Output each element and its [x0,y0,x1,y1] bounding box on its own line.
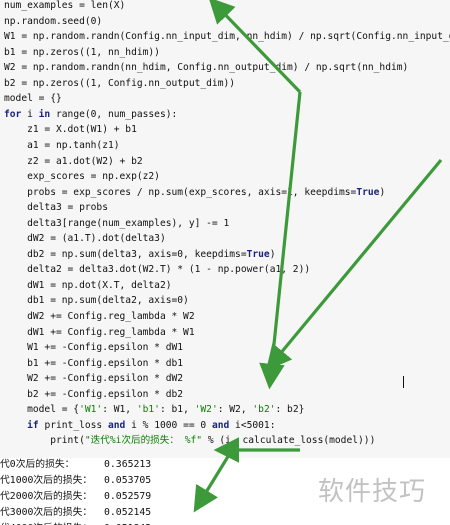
code-line: model = {'W1': W1, 'b1': b1, 'W2': W2, '… [4,404,305,416]
code-line: dW2 = (a1.T).dot(delta3) [4,233,166,245]
code-line: W2 += -Config.epsilon * dW2 [4,373,184,385]
code-line: W1 += -Config.epsilon * dW1 [4,342,184,354]
code-line: print("迭代%i次后的损失： %f" % (i, calculate_lo… [4,435,376,447]
code-line: for i in range(0, num_passes): [4,108,178,120]
code-editor[interactable]: num_examples = len(X) np.random.seed(0) W1… [0,0,450,458]
code-line: probs = exp_scores / np.sum(exp_scores, … [4,186,386,198]
code-line: a1 = np.tanh(z1) [4,139,120,151]
output-line: 代0次后的损失： 0.365213 [0,458,151,473]
output-label: 代1000次后的损失： [0,475,93,486]
output-line: 代1000次后的损失： 0.053705 [0,473,151,489]
code-line: b2 = np.zeros((1, Config.nn_output_dim)) [4,77,236,89]
code-line: model = {} [4,93,62,105]
code-line: delta2 = delta3.dot(W2.T) * (1 - np.powe… [4,264,311,276]
code-line: db2 = np.sum(delta3, axis=0, keepdims=Tr… [4,248,276,260]
output-value: 0.052579 [104,491,152,502]
output-line: 代2000次后的损失： 0.052579 [0,489,151,505]
code-line: if print_loss and i % 1000 == 0 and i<50… [27,419,276,431]
code-line: W2 = np.random.randn(nn_hdim, Config.nn_… [4,62,409,74]
code-line: dW2 += Config.reg_lambda * W2 [4,311,195,322]
code-line: delta3[range(num_examples), y] -= 1 [4,217,230,229]
code-line: b1 = np.zeros((1, nn_hdim)) [4,46,160,58]
output-label: 代4000次后的损失： [0,523,92,525]
text-cursor [403,376,404,388]
code-line: dW1 = np.dot(X.T, delta2) [4,279,172,291]
code-line: delta3 = probs [4,202,108,214]
code-line: np.random.seed(0) [4,15,103,27]
code-line: db1 = np.sum(delta2, axis=0) [4,295,189,307]
output-value: 0.053705 [104,475,152,486]
output-line: 代4000次后的损失： 0.051842 [0,521,151,525]
code-line: num_examples = len(X) [4,0,126,11]
output-label: 代2000次后的损失： [0,491,93,502]
code-line: z1 = X.dot(W1) + b1 [4,124,137,136]
output-value: 0.365213 [104,459,152,470]
code-line: exp_scores = np.exp(z2) [4,171,160,183]
code-line: dW1 += Config.reg_lambda * W1 [4,326,195,338]
output-label: 代3000次后的损失： [0,507,93,518]
code-line: W1 = np.random.randn(Config.nn_input_dim… [4,31,450,43]
code-line: b2 += -Config.epsilon * db2 [4,388,184,400]
code-line: z2 = a1.dot(W2) + b2 [4,155,143,167]
watermark: 软件技巧 [318,477,427,507]
output-value: 0.052145 [104,507,152,518]
output-label: 代0次后的损失： [0,459,75,470]
output-line: 代3000次后的损失： 0.052145 [0,505,151,521]
code-line: b1 += -Config.epsilon * db1 [4,357,184,369]
output-value: 0.051842 [104,521,151,525]
